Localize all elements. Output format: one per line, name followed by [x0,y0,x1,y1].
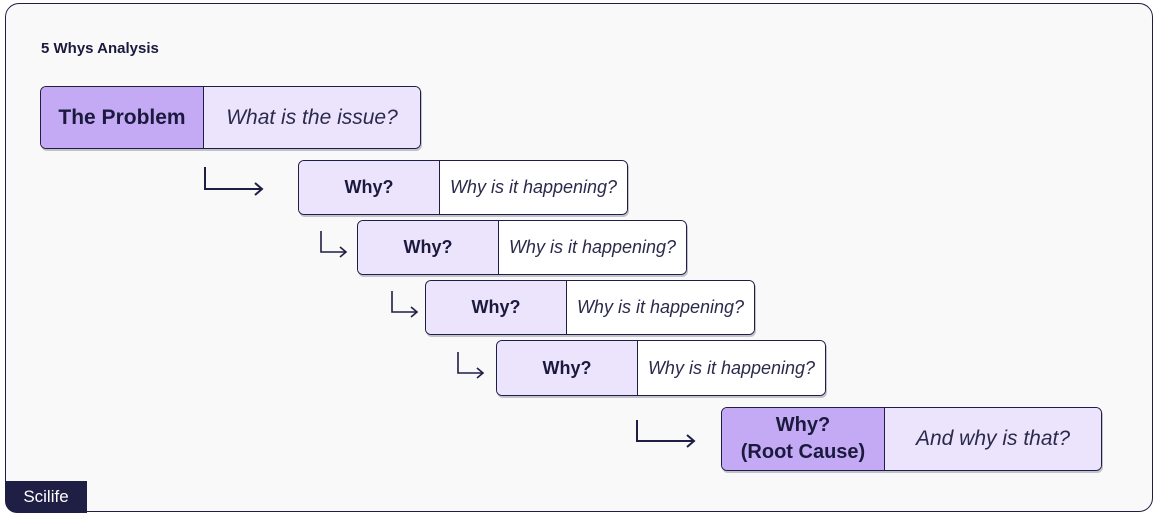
arrow-icon [457,352,485,379]
why-label: Why? [358,221,499,274]
why-label: Why? [299,161,440,214]
why-box-1: Why? Why is it happening? [298,160,628,215]
arrow-icon [204,167,264,196]
root-cause-question: And why is that? [885,408,1101,470]
brand-logo: Scilife [5,481,87,513]
root-cause-label-line2: (Root Cause) [740,441,866,463]
diagram-title: 5 Whys Analysis [41,40,159,57]
arrow-icon [320,231,348,258]
arrow-icon [636,420,696,448]
arrow-icon [391,291,419,318]
root-cause-box: Why? (Root Cause) And why is that? [721,407,1102,471]
why-box-4: Why? Why is it happening? [496,340,826,396]
problem-box: The Problem What is the issue? [40,86,421,149]
problem-label: The Problem [41,87,204,148]
why-label: Why? [497,341,638,395]
why-box-2: Why? Why is it happening? [357,220,687,275]
why-question: Why is it happening? [440,161,627,214]
why-label: Why? [426,281,567,334]
root-cause-label: Why? (Root Cause) [722,408,885,470]
problem-question: What is the issue? [204,87,420,148]
why-question: Why is it happening? [567,281,754,334]
why-box-3: Why? Why is it happening? [425,280,755,335]
root-cause-label-line1: Why? [775,414,831,436]
why-question: Why is it happening? [638,341,825,395]
why-question: Why is it happening? [499,221,686,274]
